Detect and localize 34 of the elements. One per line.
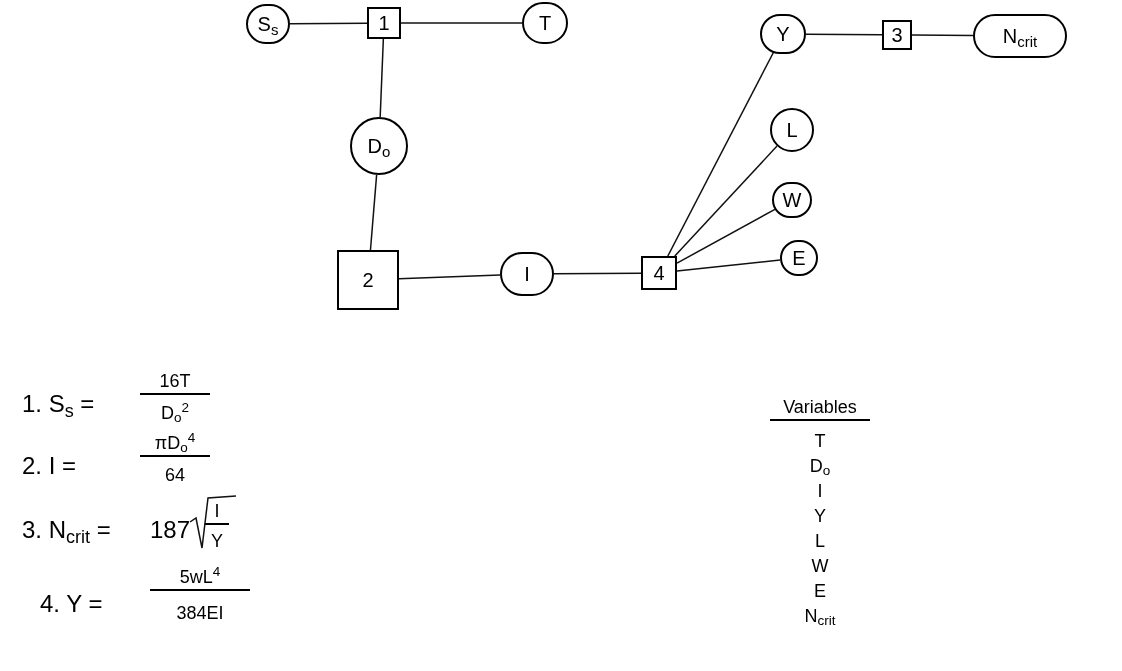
- connector-line: [289, 22, 368, 25]
- connector-line: [674, 145, 778, 257]
- equation-text: 4. Y =: [40, 589, 103, 619]
- variable-name: I: [816, 480, 824, 503]
- equation-box: 3: [882, 20, 912, 50]
- equation-box: 4: [641, 256, 677, 290]
- connector-line: [553, 272, 642, 275]
- variable-name: T: [813, 430, 827, 453]
- variable-name: Y: [813, 505, 827, 528]
- connector-line: [805, 33, 883, 36]
- equation-text: 2. I =: [22, 451, 77, 481]
- connector-line: [369, 174, 378, 251]
- connector-line: [676, 259, 781, 272]
- variables-heading: Variables: [770, 396, 870, 421]
- equation-text: 187: [150, 515, 191, 545]
- fraction-denominator: 64: [164, 464, 186, 487]
- connector-line: [400, 22, 523, 24]
- variable-name: D$_{o}$: [808, 455, 832, 478]
- equation-box: 1: [367, 7, 401, 39]
- fraction-numerator: 16T: [140, 370, 210, 395]
- fraction-denominator: 384EI: [175, 602, 225, 625]
- variable-name: E: [813, 580, 827, 603]
- equation-box: 2: [337, 250, 399, 310]
- fraction-denominator: Y: [210, 530, 224, 553]
- variable-name: W: [810, 555, 830, 578]
- equation-text: 1. S$_{s}$ =: [22, 389, 95, 420]
- connector-line: [911, 34, 974, 37]
- equation-text: 3. N$_{crit}$ =: [22, 515, 111, 546]
- connector-line: [379, 38, 385, 118]
- variable-name: N$_{crit}$: [803, 605, 837, 628]
- connector-line: [398, 274, 501, 280]
- variable-name: L: [814, 530, 826, 553]
- fraction-numerator: 5wL$^{4}$: [150, 566, 250, 591]
- fraction-numerator: I: [205, 500, 229, 525]
